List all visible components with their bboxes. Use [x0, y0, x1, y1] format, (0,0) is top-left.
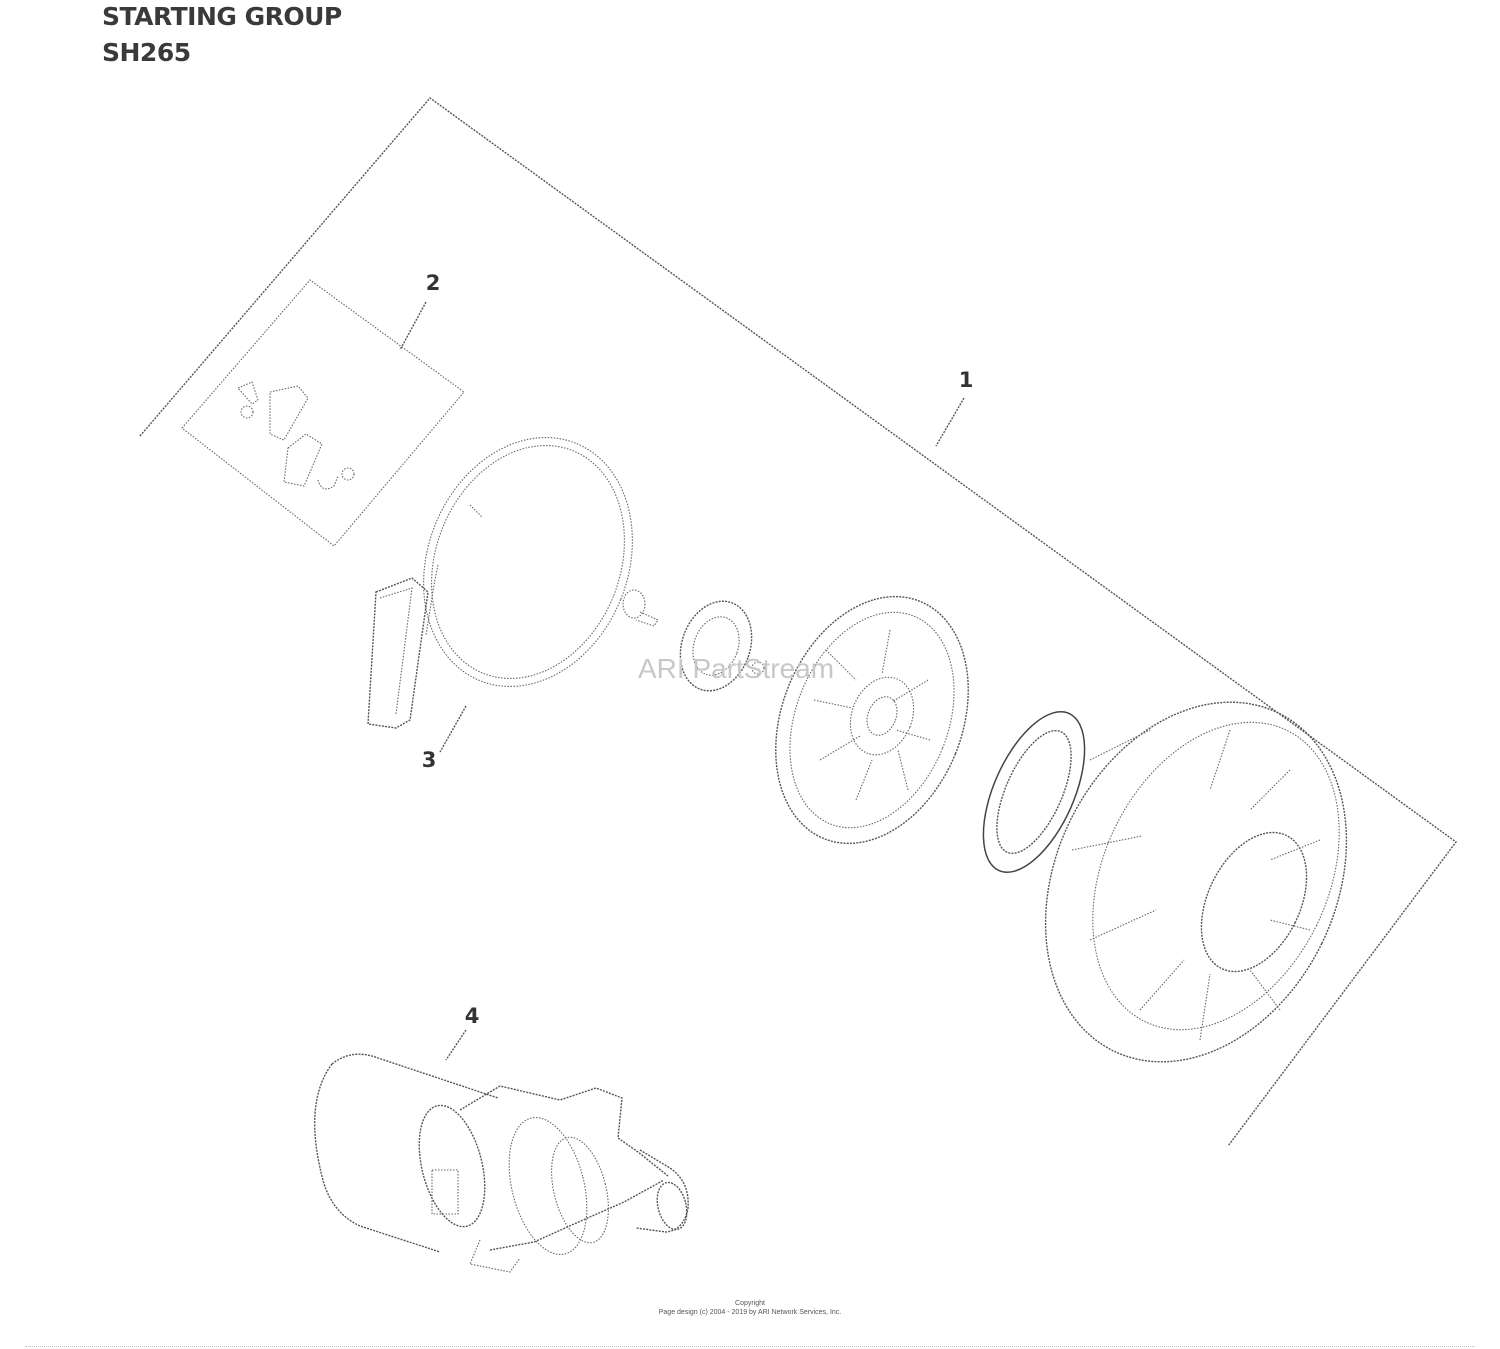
recoil-pulley[interactable] — [741, 568, 1004, 873]
watermark: ARI PartStream — [638, 653, 834, 684]
callout-4[interactable]: 4 — [465, 1004, 480, 1028]
footer-page-design: Page design (c) 2004 - 2019 by ARI Netwo… — [658, 1309, 842, 1316]
footer-divider — [25, 1346, 1475, 1347]
part-3-rope-handle[interactable] — [367, 406, 669, 729]
leader-lines — [399, 301, 965, 1061]
diagram-title: STARTING GROUP — [102, 2, 342, 31]
recoil-spring[interactable] — [962, 697, 1105, 887]
model-number: SH265 — [102, 38, 191, 67]
starter-housing[interactable] — [988, 652, 1404, 1113]
footer-copyright: Copyright — [735, 1300, 765, 1307]
assembly-bracket — [139, 97, 1457, 1147]
part-4-electric-starter[interactable] — [313, 1053, 692, 1273]
callout-3[interactable]: 3 — [422, 748, 437, 772]
callout-1[interactable]: 1 — [959, 368, 974, 392]
part-2-kit[interactable] — [181, 279, 465, 547]
callout-2[interactable]: 2 — [426, 271, 441, 295]
screw[interactable] — [622, 589, 659, 627]
ratchet-pawl[interactable] — [668, 591, 765, 701]
